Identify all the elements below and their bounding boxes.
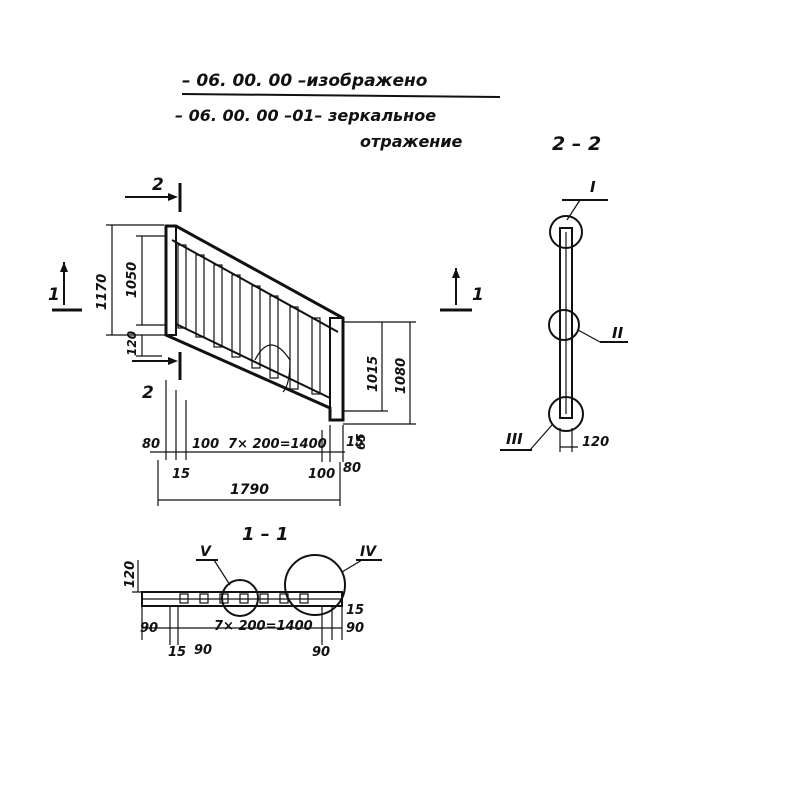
dim-90-plan-bottom-left: 90: [194, 643, 212, 658]
baluster: [289, 306, 299, 390]
dim-120: 120: [125, 331, 139, 356]
baluster-section: [299, 593, 309, 604]
railing-elevation: 2 1 1: [48, 175, 484, 506]
dim-90-plan-right: 90: [346, 621, 364, 636]
dim-1050: 1050: [125, 262, 140, 298]
title-underline: [181, 93, 501, 98]
baluster: [311, 317, 321, 395]
dim-120-1-1: 120: [123, 561, 138, 588]
baluster-section: [279, 593, 289, 604]
leader-V: [213, 559, 231, 586]
detail-circle-V: [221, 579, 259, 617]
dim-15-plan-right: 15: [346, 603, 364, 618]
leader-III: [529, 424, 553, 451]
dim-15-left: 15: [172, 467, 190, 482]
dim-90-plan-bottom-right: 90: [312, 645, 330, 660]
cut-1-left-label: 1: [48, 285, 60, 305]
railing-balusters: [177, 244, 321, 395]
railing-left-post: [165, 225, 177, 336]
dim-15-right: 15: [346, 435, 364, 450]
dim-7x200: 7× 200=1400: [228, 437, 327, 452]
roman-I: I: [590, 178, 596, 196]
dim-1170: 1170: [95, 274, 110, 310]
dim-90-left: 90: [140, 621, 158, 636]
baluster: [231, 274, 241, 358]
dim-80-left: 80: [142, 437, 160, 452]
roman-II: II: [612, 324, 624, 342]
dim-65: 65: [354, 433, 368, 450]
baluster: [195, 254, 205, 338]
lifting-loop: [254, 344, 291, 393]
detail-circle-IV: [284, 554, 346, 616]
dim-1080: 1080: [394, 358, 409, 394]
baluster: [269, 295, 279, 379]
dim-1015: 1015: [366, 356, 381, 392]
dim-15-plan-bottom: 15: [168, 645, 186, 660]
baluster: [213, 264, 223, 348]
leader-II: [577, 329, 601, 343]
dim-120-2-2: 120: [582, 435, 609, 450]
title-line-3: отражение: [360, 132, 463, 151]
section-2-2-post: [559, 227, 573, 419]
cut-1-left-arrowhead: [60, 262, 68, 272]
cut-1-right-label: 1: [472, 285, 484, 305]
cut-2-top-arrowhead: [168, 193, 178, 201]
railing-bottom-rail: [175, 323, 331, 399]
baluster-section: [219, 593, 229, 604]
railing-right-post: [329, 317, 344, 421]
baluster-section: [179, 593, 189, 604]
title-line-1: – 06. 00. 00 –изображено: [182, 71, 428, 91]
section-2-2-label: 2 – 2: [552, 133, 601, 155]
section-1-1-label: 1 – 1: [242, 524, 289, 545]
cut-2-bottom-label: 2: [142, 383, 154, 403]
dim-1790: 1790: [230, 482, 269, 498]
section-1-1: 1 – 1 V IV 120 90 7× 200=1400 1: [123, 524, 382, 660]
baluster-section: [239, 593, 249, 604]
section-2-2: I II III 120: [500, 178, 628, 452]
roman-III: III: [506, 430, 523, 448]
leader-IV: [341, 559, 363, 573]
detail-circle-II: [548, 309, 580, 341]
baluster-section: [259, 593, 269, 604]
baluster-section: [199, 593, 209, 604]
section-1-1-balusters: [179, 593, 309, 604]
dim-80-right: 80: [343, 461, 361, 476]
dim-100-right: 100: [308, 467, 335, 482]
dim-100-left: 100: [192, 437, 219, 452]
cut-1-right-arrowhead: [452, 268, 460, 278]
baluster: [177, 244, 187, 329]
title-line-2: – 06. 00. 00 –01– зеркальное: [175, 106, 436, 125]
baluster: [251, 285, 261, 369]
cut-2-bottom-arrowhead: [168, 357, 178, 365]
cut-2-top-label: 2: [152, 175, 164, 195]
roman-V: V: [200, 544, 212, 560]
roman-IV: IV: [360, 544, 377, 560]
dim-7x200-plan: 7× 200=1400: [214, 619, 313, 634]
title-block: – 06. 00. 00 –изображено – 06. 00. 00 –0…: [175, 71, 601, 155]
